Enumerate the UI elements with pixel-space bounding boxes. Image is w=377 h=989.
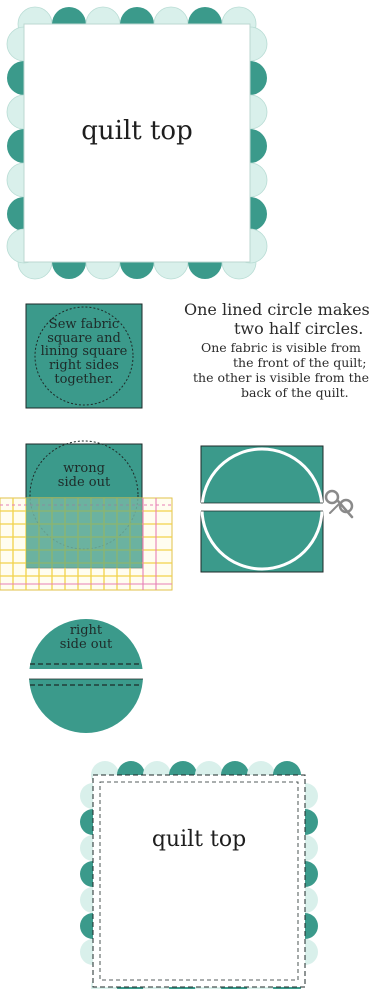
step3-text: right side out xyxy=(46,624,126,651)
quilt-top-panel-1 xyxy=(0,0,377,300)
quilt-top-square-2 xyxy=(93,775,305,987)
note-line-4: the front of the quilt; xyxy=(184,355,377,370)
note-line-3: One fabric is visible from xyxy=(184,340,377,355)
step1-text: Sew fabric square and lining square righ… xyxy=(26,318,142,386)
step2-text: wrong side out xyxy=(26,462,142,489)
quilt-top-label-1: quilt top xyxy=(24,118,250,145)
note-line-5: the other is visible from the xyxy=(184,370,377,385)
note-line-2: two half circles. xyxy=(184,319,377,338)
scissors-icon xyxy=(326,491,352,517)
ruler-icon xyxy=(0,498,172,590)
quilt-top-label-2: quilt top xyxy=(93,828,305,851)
note-line-6: back of the quilt. xyxy=(184,385,377,400)
note-block: One lined circle makes two half circles.… xyxy=(184,300,377,400)
note-line-1: One lined circle makes xyxy=(184,300,377,319)
scallop-border-2 xyxy=(80,761,318,989)
